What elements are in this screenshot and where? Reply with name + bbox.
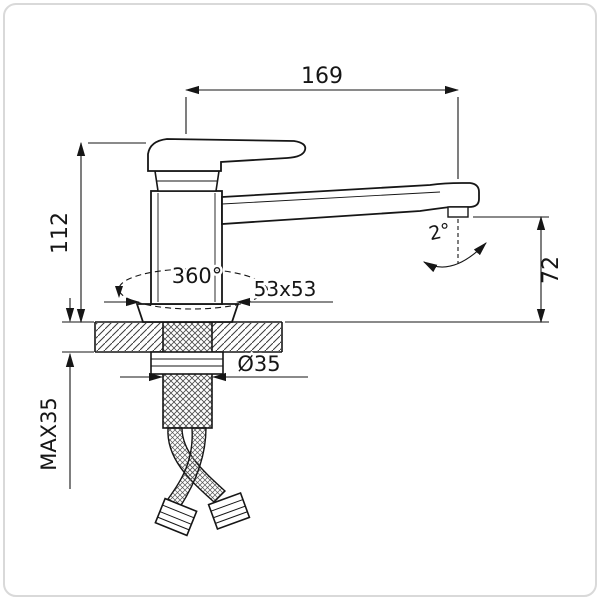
dimension-spout-angle: 2° (422, 217, 487, 273)
dimension-label-swivel: 360° (172, 264, 223, 288)
faucet-spout (221, 182, 480, 225)
mounting-shank (162, 321, 213, 429)
dimension-base-size: 53x53 (104, 275, 333, 307)
dimension-hole-diameter: Ø35 (120, 350, 308, 382)
supply-hoses (167, 427, 227, 508)
dimension-reach: 169 (184, 64, 460, 179)
dimension-label-reach: 169 (301, 64, 343, 89)
spout-aerator (447, 206, 469, 218)
faucet-base-flange (135, 303, 240, 323)
mounting-nut (150, 351, 224, 375)
dimension-label-base-size: 53x53 (254, 277, 317, 301)
dimension-swivel: 360° (115, 262, 269, 310)
dimension-height: 112 (48, 141, 146, 324)
dimension-label-max-thickness: MAX35 (37, 397, 61, 471)
hose-fitting-left (154, 497, 198, 537)
countertop (94, 321, 283, 353)
faucet-body (150, 190, 223, 305)
dimension-label-outlet-height: 72 (539, 256, 564, 284)
image-frame (3, 3, 597, 597)
faucet-handle (147, 138, 307, 192)
dimension-outlet-height: 72 (285, 215, 564, 324)
dimension-max-thickness: MAX35 (37, 298, 94, 489)
dimension-label-height: 112 (48, 212, 73, 254)
dimension-label-spout-angle: 2° (427, 219, 453, 245)
dimension-label-hole-diameter: Ø35 (237, 352, 280, 376)
hose-fitting-right (207, 491, 251, 531)
